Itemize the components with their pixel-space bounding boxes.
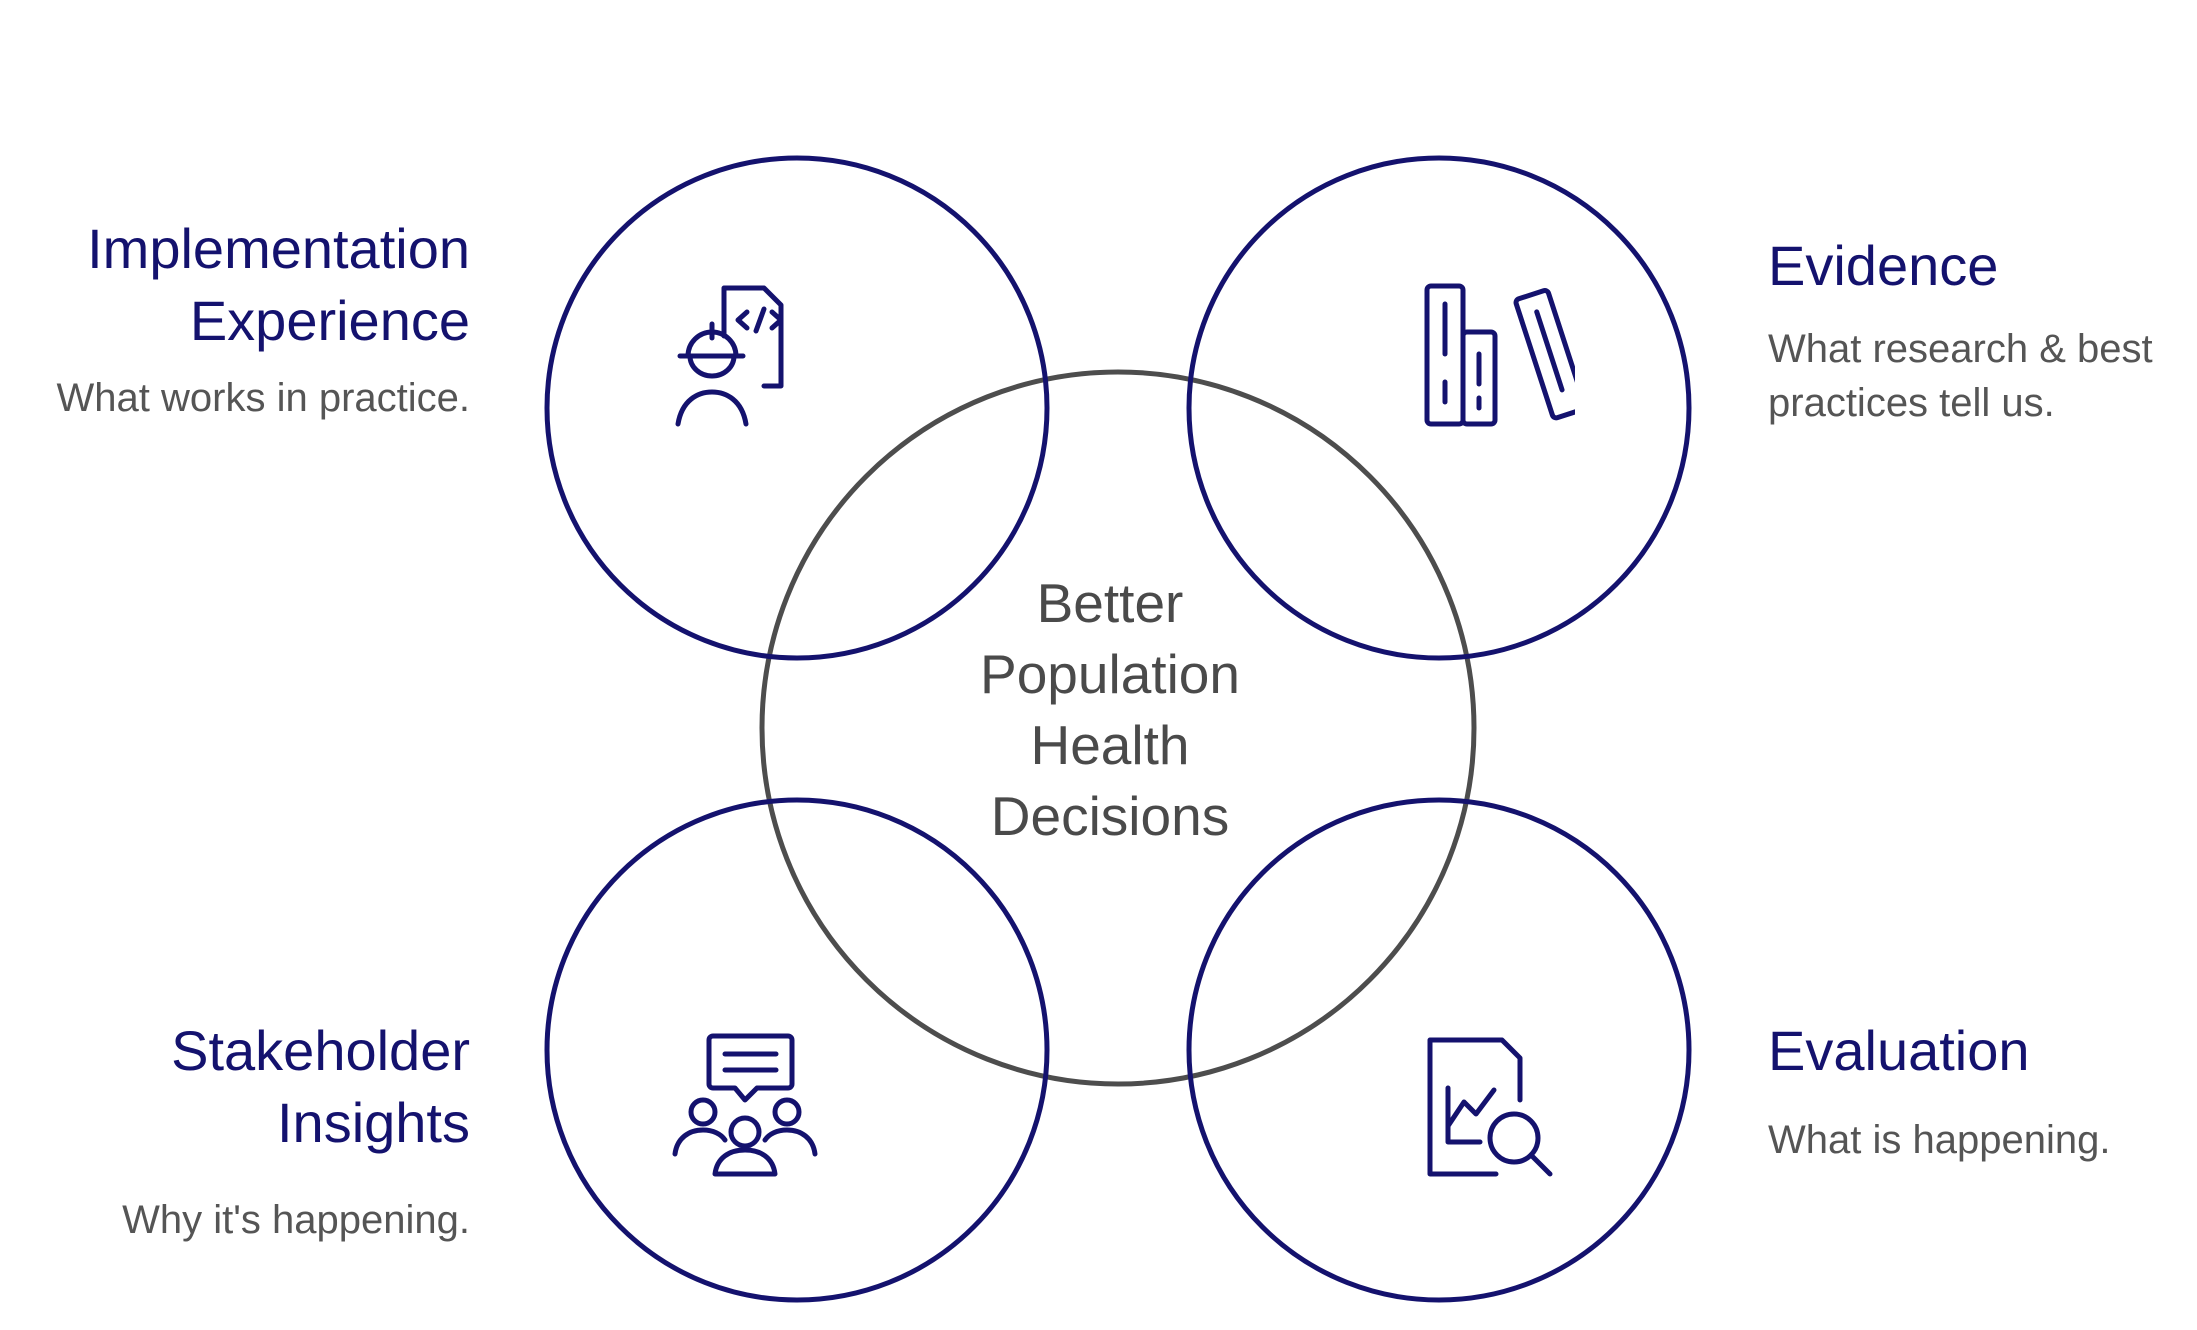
stakeholder-circle — [544, 797, 1050, 1303]
group-chat-icon — [672, 1033, 818, 1177]
center-line: Population — [980, 643, 1240, 705]
evidence-title: Evidence — [1768, 234, 1999, 297]
implementation-circle — [544, 155, 1050, 661]
implementation-label: Implementation Experience What works in … — [0, 213, 470, 425]
evaluation-description: What is happening. — [1768, 1118, 2111, 1162]
evaluation-title: Evaluation — [1768, 1019, 2030, 1082]
center-circle — [759, 369, 1477, 1087]
implementation-title: Implementation Experience — [87, 217, 470, 352]
center-line: Decisions — [990, 785, 1230, 847]
stakeholder-label: Stakeholder Insights Why it's happening. — [0, 1015, 470, 1247]
stakeholder-title: Stakeholder Insights — [171, 1019, 470, 1154]
center-line: Health — [1030, 714, 1190, 776]
evaluation-circle — [1186, 797, 1692, 1303]
evidence-description: What research & best practices tell us. — [1768, 327, 2153, 425]
books-icon — [1424, 283, 1575, 427]
report-search-icon — [1427, 1037, 1553, 1177]
engineer-code-icon — [675, 285, 784, 427]
stakeholder-description: Why it's happening. — [122, 1198, 470, 1242]
center-label: Better Population Health Decisions — [910, 568, 1310, 852]
center-line: Better — [1036, 572, 1184, 634]
evaluation-label: Evaluation What is happening. — [1768, 1015, 2197, 1167]
evidence-label: Evidence What research & best practices … — [1768, 230, 2188, 430]
implementation-description: What works in practice. — [56, 376, 470, 420]
evidence-circle — [1186, 155, 1692, 661]
